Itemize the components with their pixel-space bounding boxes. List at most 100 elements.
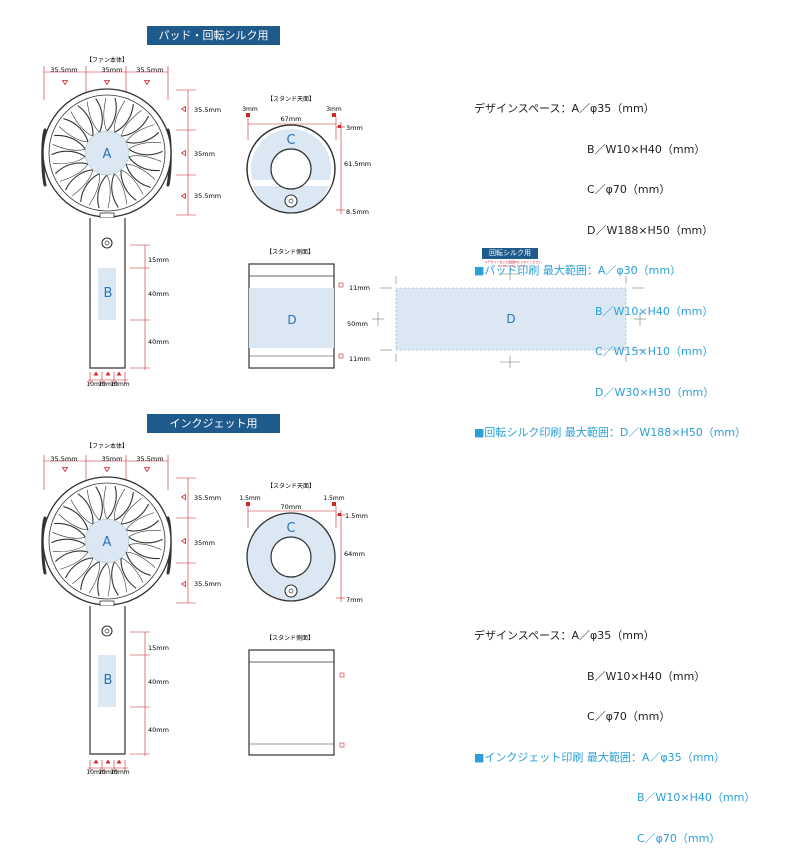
arrow-up-icon (105, 759, 111, 764)
power-button-icon (284, 584, 298, 598)
dim-handle-c: 40mm (148, 338, 169, 346)
spec-line: ■回転シルク印刷 最大範囲：D／W188×H50（mm） (474, 426, 747, 439)
area-label-c: C (286, 521, 295, 536)
stand-top-dimension (247, 506, 345, 602)
print-area-b (98, 268, 116, 320)
section-header-pad: パッド・回転シルク用 (147, 26, 280, 45)
arrow-up-icon (105, 371, 111, 376)
area-label-d-flat: D (506, 312, 515, 326)
print-area-b (98, 655, 116, 707)
rotary-silk-badge: 回転シルク用 (482, 248, 538, 259)
fan-right-dimension (176, 477, 196, 604)
handle-dimension (130, 244, 150, 370)
dim-top-mid: 35mm (102, 455, 123, 463)
area-label-a: A (103, 535, 112, 550)
area-label-c: C (286, 133, 295, 148)
dim-bottom-c: 10mm (110, 381, 129, 388)
marker-square (332, 113, 336, 117)
dim-right-mid: 35mm (194, 150, 215, 158)
stand-side-view (248, 649, 345, 756)
section-header-inkjet: インクジェット用 (147, 414, 280, 433)
spec-line: C／φ70（mm） (587, 710, 671, 723)
stand-side-dimension (338, 282, 344, 359)
fan-body-label: 【ファン本体】 (86, 56, 128, 64)
handle-dimension (130, 631, 150, 756)
arrow-down-icon (144, 467, 150, 472)
print-area-a (84, 518, 130, 564)
dim-stand-r-top: 1.5mm (345, 512, 368, 520)
dim-right-bottom: 35.5mm (194, 580, 221, 588)
area-label-d: D (287, 313, 296, 327)
stand-top-view (246, 512, 336, 602)
dim-top-right: 35.5mm (136, 66, 163, 74)
rotary-silk-note-size: W188×H50（mm） (498, 264, 528, 268)
handle-bottom-dimension (88, 372, 128, 384)
dim-right-mid: 35mm (194, 539, 215, 547)
fan-head (41, 476, 172, 607)
design-space-spec: デザインスペース：A／φ35（mm） B／W10×H40（mm） C／φ70（m… (474, 75, 746, 453)
arrow-up-icon (116, 371, 122, 376)
arrow-down-icon (62, 467, 68, 472)
dim-bottom-b: 10mm (98, 381, 117, 388)
print-area-d (249, 288, 334, 348)
area-label-b: B (104, 673, 113, 688)
spec-line: B／W10×H40（mm） (637, 791, 756, 804)
stand-top-label: 【スタンド天面】 (267, 95, 315, 103)
dim-stand-r-mid: 64mm (344, 550, 365, 558)
dim-handle-a: 15mm (148, 256, 169, 264)
arrow-left-icon (181, 193, 186, 199)
spec-line: C／φ70（mm） (637, 831, 721, 845)
dim-side-top: 11mm (349, 284, 370, 292)
dim-top-mid: 35mm (102, 66, 123, 74)
dim-stand-r-top: 3mm (346, 124, 363, 132)
arrow-left-icon (181, 538, 186, 544)
dim-handle-b: 40mm (148, 678, 169, 686)
dim-handle-c: 40mm (148, 726, 169, 734)
spec-line: B／W10×H40（mm） (595, 304, 714, 318)
dim-stand-width: 67mm (281, 115, 302, 123)
dim-side-bottom: 11mm (349, 355, 370, 363)
arrow-left-icon (181, 106, 186, 112)
dim-side-mid: 50mm (347, 320, 368, 328)
dim-right-bottom: 35.5mm (194, 192, 221, 200)
power-button-icon (101, 625, 113, 637)
spec-line: デザインスペース：A／φ35（mm） (474, 629, 655, 642)
dim-stand-right: 3mm (326, 106, 342, 113)
arrow-down-icon (104, 80, 110, 85)
dim-stand-right: 1.5mm (323, 495, 344, 502)
area-label-a: A (103, 147, 112, 162)
dim-stand-r-bottom: 8.5mm (346, 208, 369, 216)
print-area-a (84, 130, 130, 176)
dim-stand-width: 70mm (281, 503, 302, 511)
arrow-left-icon (181, 494, 186, 500)
handle-bottom-dimension (88, 760, 128, 772)
spec-line: D／W188×H50（mm） (587, 223, 714, 237)
spec-line: C／W15×H10（mm） (595, 345, 714, 358)
dim-bottom-b: 10mm (98, 769, 117, 776)
spec-line: D／W30×H30（mm） (595, 385, 715, 399)
fan-head (41, 88, 172, 219)
stand-top-dimension (247, 117, 345, 214)
arrow-left-icon (181, 150, 186, 156)
rotary-silk-area (372, 268, 646, 368)
dim-stand-r-mid: 61.5mm (344, 160, 371, 168)
fan-right-dimension (176, 89, 196, 216)
power-button-icon (284, 194, 298, 208)
dim-bottom-a: 10mm (86, 381, 105, 388)
dim-stand-left: 1.5mm (239, 495, 260, 502)
dim-handle-b: 40mm (148, 290, 169, 298)
stand-side-view (248, 263, 335, 369)
arrow-down-icon (104, 467, 110, 472)
dim-right-top: 35.5mm (194, 494, 221, 502)
dim-handle-a: 15mm (148, 644, 169, 652)
rotary-silk-note: ※デザインはこの範囲内に入れてください (485, 260, 542, 264)
dim-stand-left: 3mm (242, 106, 258, 113)
spec-line: B／W10×H40（mm） (587, 142, 706, 156)
fan-handle (89, 218, 126, 369)
fan-body-label: 【ファン本体】 (86, 442, 128, 450)
dim-bottom-c: 10mm (110, 769, 129, 776)
arrow-up-icon (93, 759, 99, 764)
arrow-down-icon (144, 80, 150, 85)
spec-line: C／φ70（mm） (587, 183, 671, 196)
marker-square (246, 113, 250, 117)
